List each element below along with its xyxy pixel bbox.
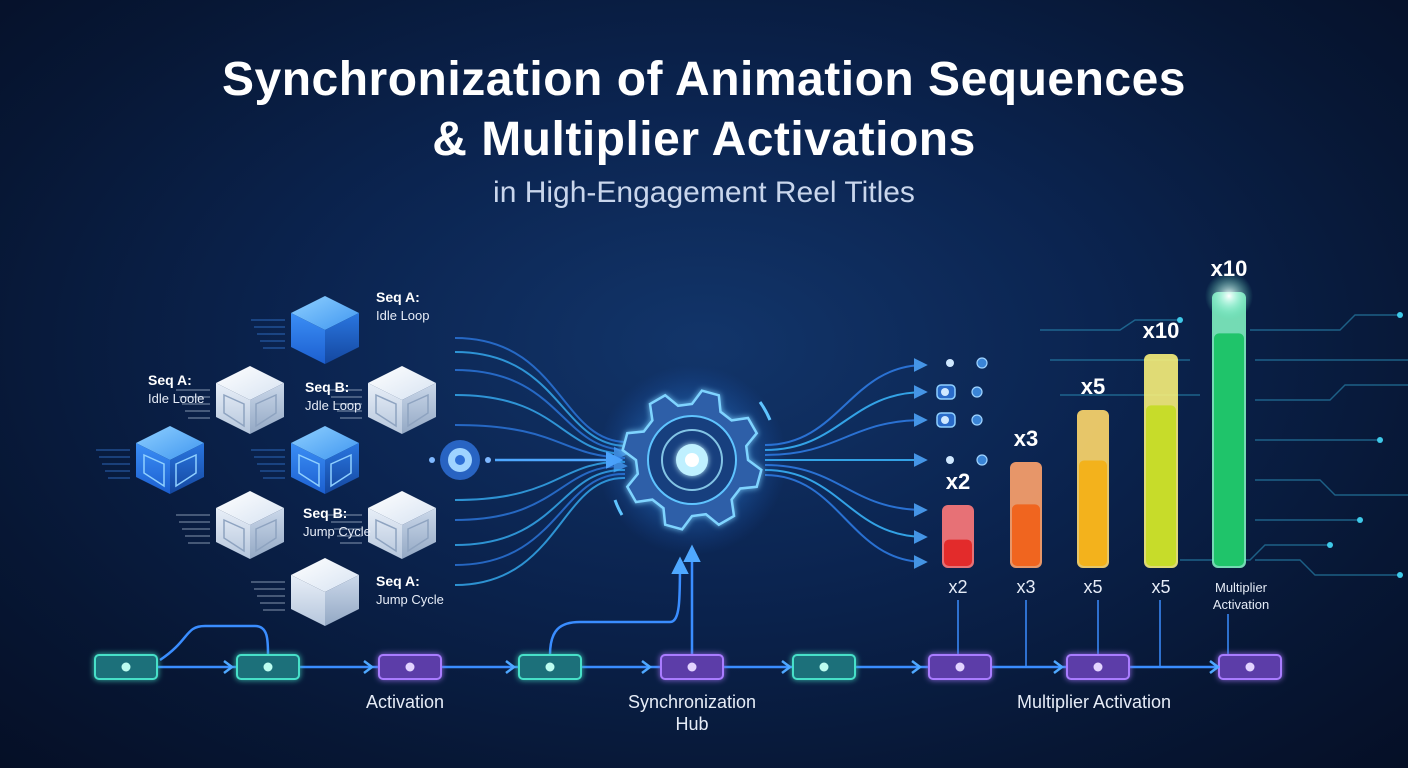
disc-node xyxy=(429,440,491,480)
title-line-2: & Multiplier Activations xyxy=(432,113,976,166)
output-port xyxy=(936,412,983,428)
page-subtitle: in High-Engagement Reel Titles xyxy=(493,176,915,209)
timeline-node xyxy=(94,654,158,680)
timeline-label-multiplier-activation: Multiplier Activation xyxy=(1017,692,1171,712)
cube-subtitle: Idle Loop xyxy=(376,308,430,323)
synchronization-hub-gear xyxy=(597,365,787,555)
flow-lines-out xyxy=(764,358,928,569)
bar-top-label: x2 xyxy=(946,469,970,494)
title-line-1: Synchronization of Animation Sequences xyxy=(222,53,1186,106)
output-ports xyxy=(936,357,988,466)
timeline-arrow xyxy=(223,660,235,674)
timeline-arrow xyxy=(363,660,375,674)
cube-title: Seq B: xyxy=(305,379,349,395)
flow-line-out xyxy=(764,464,928,517)
multiplier-bar-4: x10 x5 xyxy=(1143,318,1180,597)
timeline-node xyxy=(792,654,856,680)
timeline-arrow xyxy=(505,660,517,674)
timeline-node xyxy=(928,654,992,680)
circuit-dots xyxy=(1177,312,1403,578)
timeline-node xyxy=(1218,654,1282,680)
cube-c2: Seq A: Idle Loole xyxy=(148,366,284,434)
flow-line-out xyxy=(764,358,928,446)
cube-title: Seq A: xyxy=(376,573,420,589)
bar-top-label: x3 xyxy=(1014,426,1038,451)
cube-subtitle: Jump Cycle xyxy=(376,592,444,607)
timeline-node xyxy=(378,654,442,680)
cube-subtitle: Idle Loole xyxy=(148,391,204,406)
timeline xyxy=(94,544,1282,680)
cube-c4 xyxy=(96,426,204,494)
bar-top-label: x10 xyxy=(1211,256,1248,281)
bar-bottom-label: x3 xyxy=(1016,577,1035,597)
bar-bottom-label: x5 xyxy=(1083,577,1102,597)
circuit-lines xyxy=(1040,314,1408,576)
cube-title: Seq A: xyxy=(376,289,420,305)
multiplier-bar-3: x5 x5 xyxy=(1077,374,1109,597)
timeline-arrow xyxy=(1053,660,1065,674)
timeline-node xyxy=(1066,654,1130,680)
output-port xyxy=(946,454,988,466)
timeline-arrow xyxy=(781,660,793,674)
cube-subtitle: Jump Cycle xyxy=(303,524,371,539)
timeline-arrow xyxy=(641,660,653,674)
cube-title: Seq B: xyxy=(303,505,347,521)
flow-line-out xyxy=(764,385,928,451)
timeline-arrow xyxy=(1209,660,1221,674)
multiplier-bar-2: x3 x3 xyxy=(1010,426,1042,597)
output-port xyxy=(946,357,988,369)
flow-line-out xyxy=(764,474,928,569)
cube-title: Seq A: xyxy=(148,372,192,388)
page-title: Synchronization of Animation Sequences &… xyxy=(0,50,1408,170)
timeline-node xyxy=(660,654,724,680)
output-port xyxy=(936,384,983,400)
timeline-label-activation: Activation xyxy=(366,692,444,712)
bar-top-label: x5 xyxy=(1081,374,1105,399)
timeline-label-sync-hub-line1: Synchronization xyxy=(628,692,756,712)
flow-line-out xyxy=(764,413,928,456)
cube-c1: Seq A: Idle Loop xyxy=(251,289,430,364)
flow-line-in xyxy=(454,351,626,447)
flow-line-in xyxy=(454,476,626,586)
cube-c5 xyxy=(251,426,359,494)
timeline-node xyxy=(518,654,582,680)
cube-subtitle: Jdle Loop xyxy=(305,398,361,413)
bar-bottom-label: x2 xyxy=(948,577,967,597)
cube-c8: Seq A: Jump Cycle xyxy=(251,558,444,626)
timeline-arrow xyxy=(911,660,923,674)
cube-c6 xyxy=(176,491,284,559)
multiplier-bar-1: x2 x2 xyxy=(942,469,974,597)
bar-top-label: x10 xyxy=(1143,318,1180,343)
timeline-node xyxy=(236,654,300,680)
bar-bottom-label: x5 xyxy=(1151,577,1170,597)
timeline-label-sync-hub-line2: Hub xyxy=(675,714,708,734)
flow-line-out xyxy=(764,469,928,544)
cube-c7: Seq B: Jump Cycle xyxy=(303,491,436,559)
cube-c3: Seq B: Jdle Loop xyxy=(305,366,436,434)
